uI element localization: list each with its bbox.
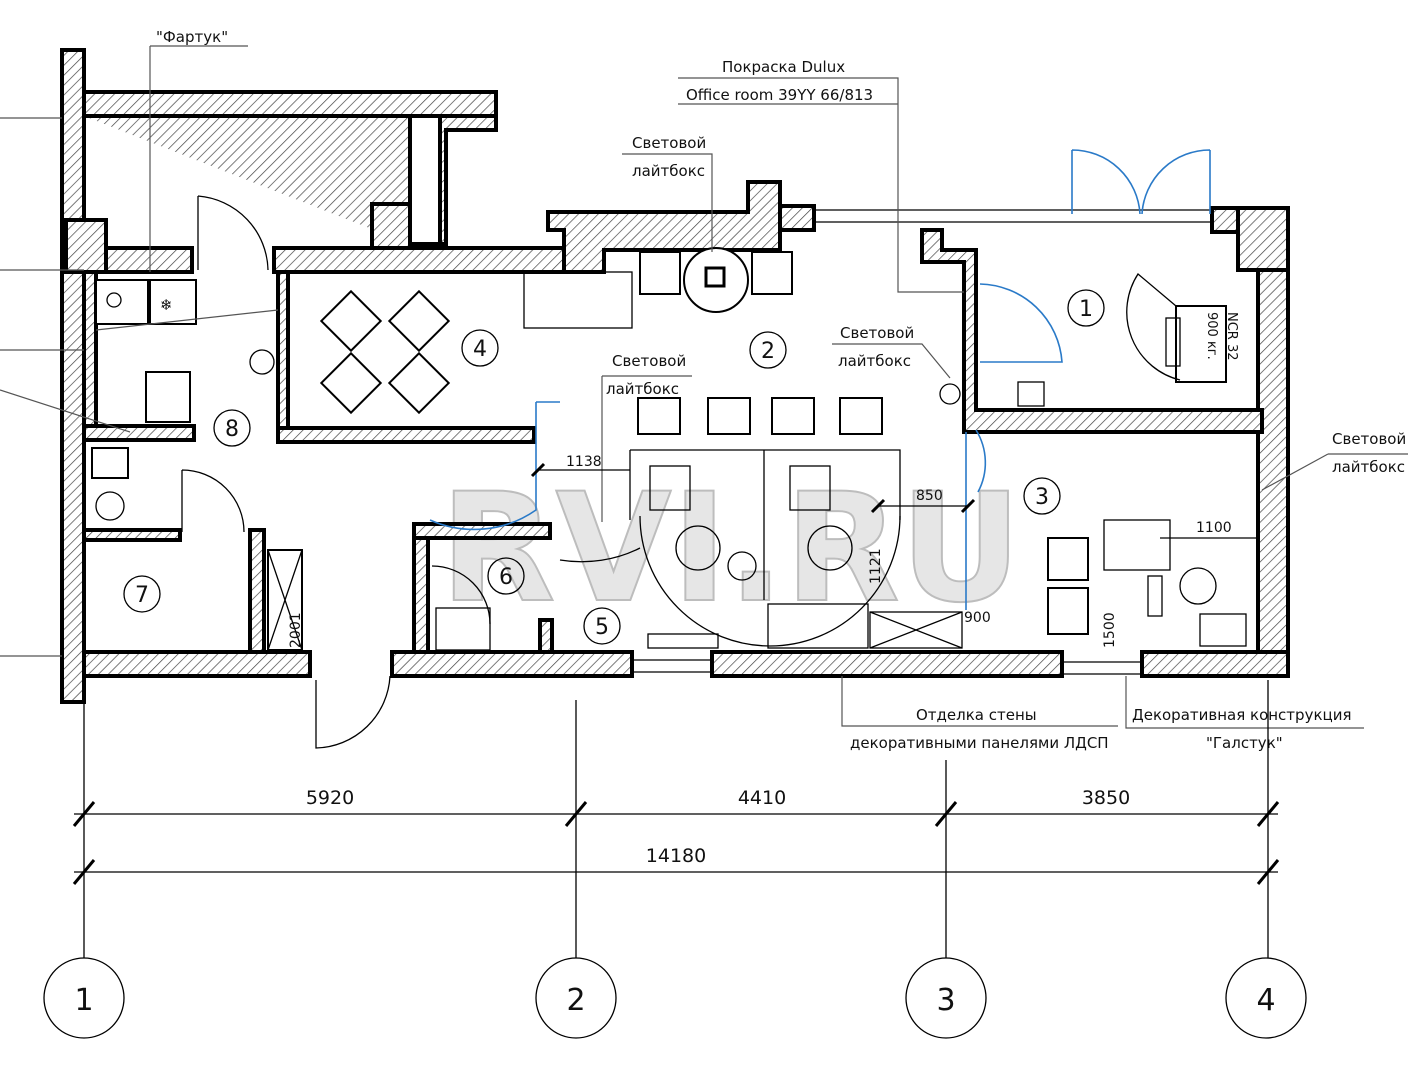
wall-finish-2: декоративными панелями ЛДСП: [850, 734, 1109, 752]
dim-850: 850: [916, 488, 943, 504]
room-1-marker: 1: [1067, 289, 1105, 327]
room-6-marker: 6: [487, 557, 525, 595]
dim-span-3-4: 3850: [1082, 787, 1130, 809]
svg-text:5: 5: [595, 615, 609, 640]
walls: [60, 48, 1290, 704]
lightbox-b-2: лайтбокс: [606, 380, 679, 398]
room-4-marker: 4: [461, 329, 499, 367]
lightbox-b-1: Световой: [612, 352, 686, 370]
svg-text:1: 1: [74, 983, 93, 1018]
deco-1: Декоративная конструкция: [1132, 706, 1352, 724]
lightbox-d-1: Световой: [1332, 430, 1406, 448]
svg-text:3: 3: [1035, 485, 1049, 510]
axis-3-marker: 3: [905, 957, 987, 1039]
svg-text:4: 4: [473, 337, 487, 362]
leader-lines: [0, 45, 1408, 729]
svg-text:7: 7: [135, 583, 149, 608]
axis-markers: 1 2 3 4: [43, 957, 1307, 1039]
wall-finish-1: Отделка стены: [916, 706, 1037, 724]
apron-label: "Фартук": [156, 28, 228, 46]
room-3-marker: 3: [1023, 477, 1061, 515]
meeting-table: [319, 289, 451, 415]
axis-2-marker: 2: [535, 957, 617, 1039]
svg-text:6: 6: [499, 565, 513, 590]
lightbox-d-2: лайтбокс: [1332, 458, 1405, 476]
doors: [181, 149, 1211, 749]
lightbox-c-2: лайтбокс: [838, 352, 911, 370]
paint-label-1: Покраска Dulux: [722, 58, 845, 76]
windows: [632, 209, 1212, 675]
paint-label-2: Office room 39YY 66/813: [686, 86, 873, 104]
safe-1: NCR 32: [1224, 312, 1239, 361]
dimension-chain: 5920 4410 3850 14180: [72, 680, 1280, 958]
lightbox-c-1: Световой: [840, 324, 914, 342]
svg-text:2: 2: [566, 983, 585, 1018]
furniture: ❄: [91, 247, 1247, 651]
svg-text:8: 8: [225, 417, 239, 442]
svg-text:❄: ❄: [160, 296, 173, 314]
svg-text:1: 1: [1079, 297, 1093, 322]
room-5-marker: 5: [583, 607, 621, 645]
axis-1-marker: 1: [43, 957, 125, 1039]
room-markers: 1 2 3 4 5 6 7 8: [123, 289, 1105, 645]
inner-dimensions: 1138 850 1100 1121 2001 1500 900: [288, 454, 1258, 648]
deco-2: "Галстук": [1206, 734, 1283, 752]
room-7-marker: 7: [123, 575, 161, 613]
annotations: "Фартук" Покраска Dulux Office room 39YY…: [156, 28, 1406, 752]
dim-1121: 1121: [868, 548, 884, 584]
svg-text:3: 3: [936, 983, 955, 1018]
safe-2: 900 кг.: [1204, 312, 1219, 360]
dim-1100: 1100: [1196, 520, 1232, 536]
dim-1138: 1138: [566, 454, 602, 470]
dim-span-2-3: 4410: [738, 787, 786, 809]
lightbox-a-2: лайтбокс: [632, 162, 705, 180]
dim-1500: 1500: [1102, 612, 1118, 648]
room-2-marker: 2: [749, 331, 787, 369]
dim-span-1-2: 5920: [306, 787, 354, 809]
svg-text:2: 2: [761, 339, 775, 364]
svg-text:4: 4: [1256, 983, 1275, 1018]
room-8-marker: 8: [213, 409, 251, 447]
axis-4-marker: 4: [1225, 957, 1307, 1039]
dim-900: 900: [964, 610, 991, 626]
dim-2001: 2001: [288, 612, 304, 648]
dim-total: 14180: [646, 845, 706, 867]
lightbox-a-1: Световой: [632, 134, 706, 152]
